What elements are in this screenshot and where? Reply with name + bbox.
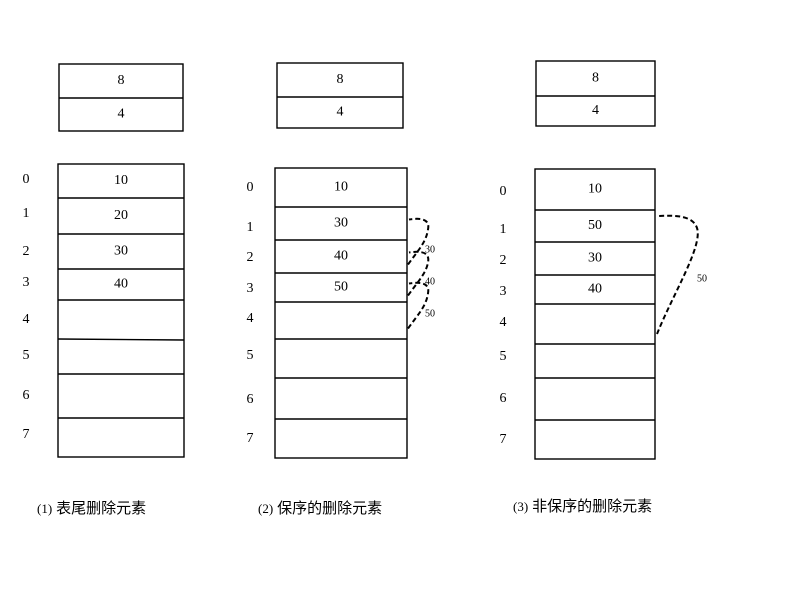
array-index-3-5: 5	[500, 349, 507, 364]
array-box-1	[57, 163, 185, 458]
caption-2-number: (2)	[258, 501, 274, 516]
array-index-3-4: 4	[500, 315, 507, 330]
array-index-1-0: 0	[23, 172, 30, 187]
array-cell-2-3: 50	[334, 280, 348, 295]
move-arrow-label-3-0: 50	[697, 273, 707, 284]
header-value-3-1: 4	[592, 103, 599, 118]
array-index-1-5: 5	[23, 348, 30, 363]
caption-2: (2)保序的删除元素	[258, 497, 382, 518]
caption-1-number: (1)	[37, 501, 53, 516]
array-index-1-4: 4	[23, 312, 30, 327]
array-index-3-6: 6	[500, 391, 507, 406]
header-box-3	[535, 60, 656, 127]
array-index-2-2: 2	[247, 250, 254, 265]
move-arrow-label-2-1: 40	[425, 276, 435, 287]
caption-3-number: (3)	[513, 499, 529, 514]
header-value-3-0: 8	[592, 71, 599, 86]
array-cell-1-1: 20	[114, 208, 128, 223]
caption-1-text: 表尾删除元素	[56, 499, 147, 517]
array-cell-2-0: 10	[334, 180, 348, 195]
caption-1: (1)表尾删除元素	[37, 497, 146, 518]
move-arrow-label-2-2: 50	[425, 308, 435, 319]
header-box-2	[276, 62, 404, 129]
header-value-1-1: 4	[118, 107, 125, 122]
array-index-1-1: 1	[23, 206, 30, 221]
array-cell-1-0: 10	[114, 173, 128, 188]
header-value-2-1: 4	[337, 105, 344, 120]
array-index-2-5: 5	[247, 348, 254, 363]
array-cell-3-1: 50	[588, 218, 602, 233]
move-arrow-3-0	[656, 214, 699, 335]
array-index-3-3: 3	[500, 284, 507, 299]
caption-2-text: 保序的删除元素	[277, 499, 383, 517]
caption-3-text: 非保序的删除元素	[532, 497, 653, 515]
array-index-2-4: 4	[247, 311, 254, 326]
array-cell-3-3: 40	[588, 282, 602, 297]
move-arrow-2-2	[407, 281, 430, 330]
array-index-1-2: 2	[23, 244, 30, 259]
array-index-3-2: 2	[500, 253, 507, 268]
array-index-1-6: 6	[23, 388, 30, 403]
array-index-2-6: 6	[247, 392, 254, 407]
array-index-3-1: 1	[500, 222, 507, 237]
array-index-2-7: 7	[247, 431, 254, 446]
array-index-2-3: 3	[247, 281, 254, 296]
array-cell-2-2: 40	[334, 249, 348, 264]
array-cell-3-2: 30	[588, 251, 602, 266]
array-box-3	[534, 168, 656, 460]
move-arrow-label-2-0: 30	[425, 244, 435, 255]
array-divider-1-5	[57, 338, 185, 341]
array-index-2-1: 1	[247, 220, 254, 235]
array-cell-1-2: 30	[114, 244, 128, 259]
array-index-1-7: 7	[23, 427, 30, 442]
caption-3: (3)非保序的删除元素	[513, 495, 652, 516]
array-index-3-7: 7	[500, 432, 507, 447]
array-cell-1-3: 40	[114, 277, 128, 292]
header-value-1-0: 8	[118, 73, 125, 88]
array-index-1-3: 3	[23, 275, 30, 290]
array-cell-2-1: 30	[334, 216, 348, 231]
array-index-2-0: 0	[247, 180, 254, 195]
array-index-3-0: 0	[500, 184, 507, 199]
array-cell-3-0: 10	[588, 182, 602, 197]
array-box-2	[274, 167, 408, 459]
header-value-2-0: 8	[337, 72, 344, 87]
move-arrow-2-1	[407, 250, 430, 297]
move-arrow-2-0	[407, 217, 430, 266]
